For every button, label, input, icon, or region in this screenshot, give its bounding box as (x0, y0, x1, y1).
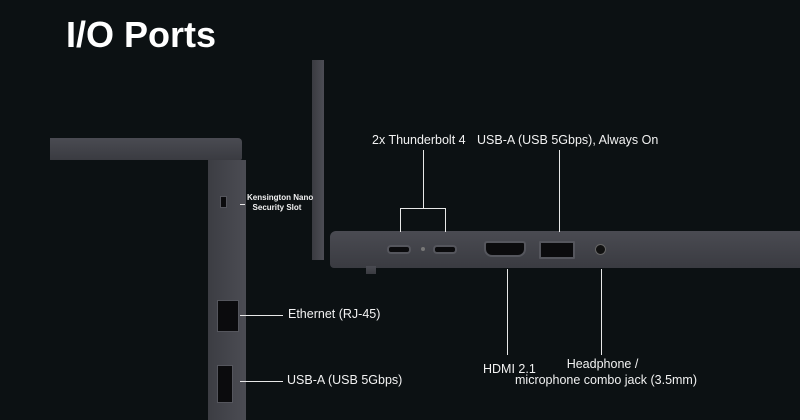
hdmi-leader (507, 269, 508, 355)
usb-a-always-on-port (539, 241, 575, 259)
thunderbolt-leader-right (445, 208, 446, 232)
page-title: I/O Ports (66, 14, 217, 55)
usb-a-always-on-leader (559, 150, 560, 232)
kensington-label-line2: Security Slot (252, 203, 302, 212)
usb-a-left-port (217, 365, 233, 403)
headphone-leader (601, 269, 602, 355)
hdmi-port (484, 241, 526, 257)
headphone-label-line1: Headphone / (566, 357, 639, 371)
kensington-label-line1: Kensington Nano (247, 193, 314, 202)
usb-a-left-label: USB-A (USB 5Gbps) (287, 373, 403, 387)
headphone-jack (595, 244, 606, 255)
usb-a-left-leader (240, 381, 283, 382)
hdmi-label: HDMI 2.1 (483, 362, 536, 376)
thunderbolt-port-1 (387, 245, 411, 254)
kensington-label: Kensington Nano Security Slot (247, 193, 314, 213)
ethernet-leader (240, 315, 283, 316)
right-laptop-lid (312, 60, 324, 260)
thunderbolt-label: 2x Thunderbolt 4 (372, 133, 466, 147)
led-indicator (421, 247, 425, 251)
thunderbolt-leader-bracket (400, 208, 446, 209)
usb-a-always-on-label: USB-A (USB 5Gbps), Always On (477, 133, 659, 147)
kensington-slot (220, 196, 227, 208)
thunderbolt-port-2 (433, 245, 457, 254)
headphone-label: Headphone / microphone combo jack (3.5mm… (515, 356, 698, 388)
ethernet-label: Ethernet (RJ-45) (288, 307, 381, 321)
thunderbolt-leader-stem (423, 150, 424, 208)
left-laptop-lid (50, 138, 242, 160)
headphone-label-line2: microphone combo jack (3.5mm) (515, 373, 698, 387)
thunderbolt-leader-left (400, 208, 401, 232)
kensington-leader (240, 204, 245, 205)
right-laptop-foot (366, 266, 376, 274)
ethernet-port (217, 300, 239, 332)
